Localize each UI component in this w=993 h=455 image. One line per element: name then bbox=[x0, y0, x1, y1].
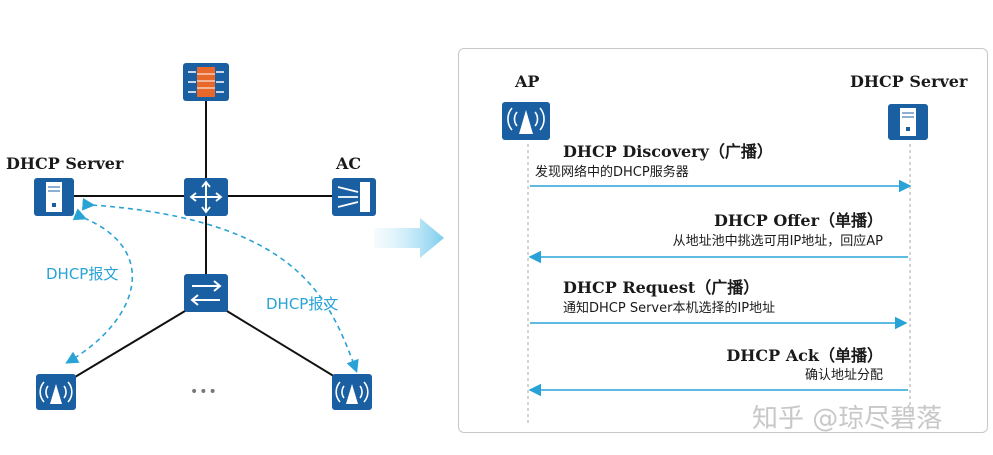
topology-diagram bbox=[34, 63, 376, 410]
ac-icon bbox=[332, 178, 376, 216]
ap-icon bbox=[502, 102, 550, 140]
msg-discovery-desc: 发现网络中的DHCP服务器 bbox=[535, 165, 689, 180]
router-icon bbox=[184, 178, 228, 216]
msg-discovery-title: DHCP Discovery（广播） bbox=[563, 142, 773, 161]
msg-offer-title: DHCP Offer（单播） bbox=[713, 211, 883, 230]
msg-offer-desc: 从地址池中挑选可用IP地址，回应AP bbox=[672, 234, 883, 249]
firewall-icon bbox=[183, 63, 229, 101]
dhcp-flow-right bbox=[81, 197, 359, 373]
server-column-label: DHCP Server bbox=[850, 72, 968, 91]
server-icon bbox=[888, 104, 928, 140]
msg-ack-title: DHCP Ack（单播） bbox=[726, 346, 883, 365]
more-aps-ellipsis: ••• bbox=[190, 384, 218, 400]
ap-column-label: AP bbox=[515, 72, 540, 91]
dhcp-flow-left bbox=[65, 208, 134, 364]
msg-request-title: DHCP Request（广播） bbox=[563, 278, 760, 297]
ap-icon-left bbox=[36, 374, 76, 410]
msg-ack-desc: 确认地址分配 bbox=[804, 368, 883, 383]
ac-label: AC bbox=[336, 154, 362, 173]
transition-arrow-icon bbox=[374, 218, 444, 258]
switch-icon bbox=[184, 274, 228, 312]
ap-icon-right bbox=[332, 374, 372, 410]
watermark: 知乎 @琼尽碧落 bbox=[752, 404, 943, 434]
dhcp-server-label: DHCP Server bbox=[6, 154, 124, 173]
flow-label-right: DHCP报文 bbox=[266, 295, 339, 313]
link-switch-ap-left bbox=[59, 307, 191, 387]
flow-label-left: DHCP报文 bbox=[46, 265, 119, 283]
msg-request-desc: 通知DHCP Server本机选择的IP地址 bbox=[563, 301, 776, 316]
sequence-diagram bbox=[502, 102, 928, 423]
link-switch-ap-right bbox=[221, 307, 351, 387]
dhcp-server-icon bbox=[34, 178, 74, 216]
